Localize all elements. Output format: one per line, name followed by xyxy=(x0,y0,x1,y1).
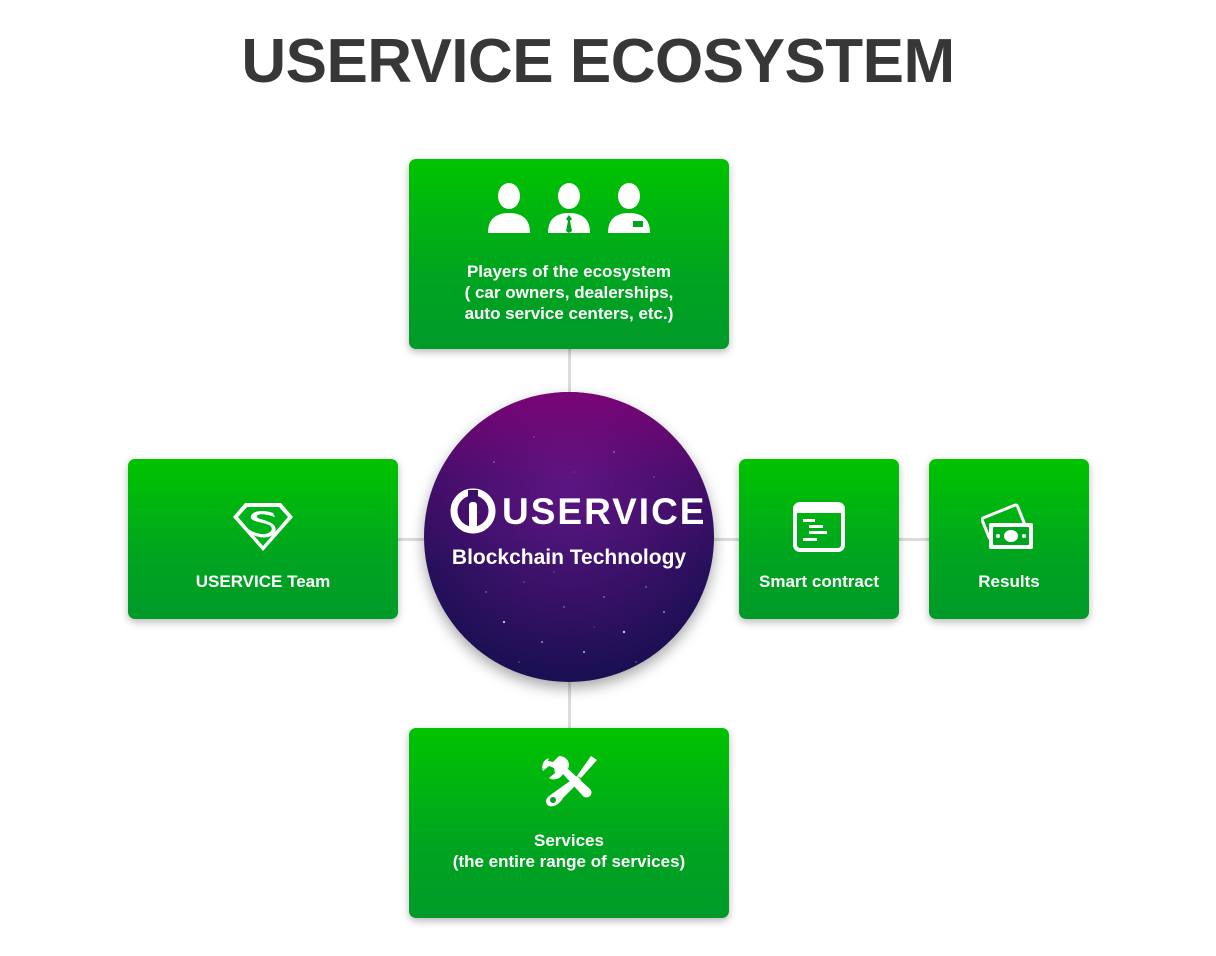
connector-left xyxy=(398,538,426,541)
node-players-label: Players of the ecosystem ( car owners, d… xyxy=(464,262,674,323)
node-team-label: USERVICE Team xyxy=(195,572,331,591)
connector-far-right xyxy=(899,538,929,541)
connector-bottom xyxy=(568,682,571,728)
node-results-label: Results xyxy=(978,572,1040,591)
node-smart-contract: Smart contract xyxy=(739,459,899,619)
node-services-label: Services (the entire range of services) xyxy=(452,831,686,871)
starfield-background xyxy=(463,436,680,663)
node-results: Results xyxy=(929,459,1089,619)
hub-brand: USERVICE xyxy=(502,490,707,532)
hub-logo: USERVICE xyxy=(450,488,707,534)
window-document-icon xyxy=(793,502,845,552)
wrench-screwdriver-icon xyxy=(542,756,597,807)
superman-shield-icon xyxy=(233,503,293,551)
money-icon xyxy=(981,503,1033,549)
connector-right xyxy=(712,538,739,541)
diagram-title: USERVICE ECOSYSTEM xyxy=(241,27,955,96)
uservice-wrench-logo-icon xyxy=(450,488,496,534)
person-with-tie-icon xyxy=(548,183,590,233)
person-icon xyxy=(488,183,530,233)
connector-top xyxy=(568,349,571,394)
node-smart-contract-label: Smart contract xyxy=(759,572,879,591)
hub-blockchain: USERVICE Blockchain Technology xyxy=(424,392,714,682)
node-players: Players of the ecosystem ( car owners, d… xyxy=(409,159,729,349)
node-services: Services (the entire range of services) xyxy=(409,728,729,918)
person-with-badge-icon xyxy=(608,183,650,233)
hub-subtitle: Blockchain Technology xyxy=(451,546,687,569)
node-team: USERVICE Team xyxy=(128,459,398,619)
people-icon xyxy=(409,181,729,235)
